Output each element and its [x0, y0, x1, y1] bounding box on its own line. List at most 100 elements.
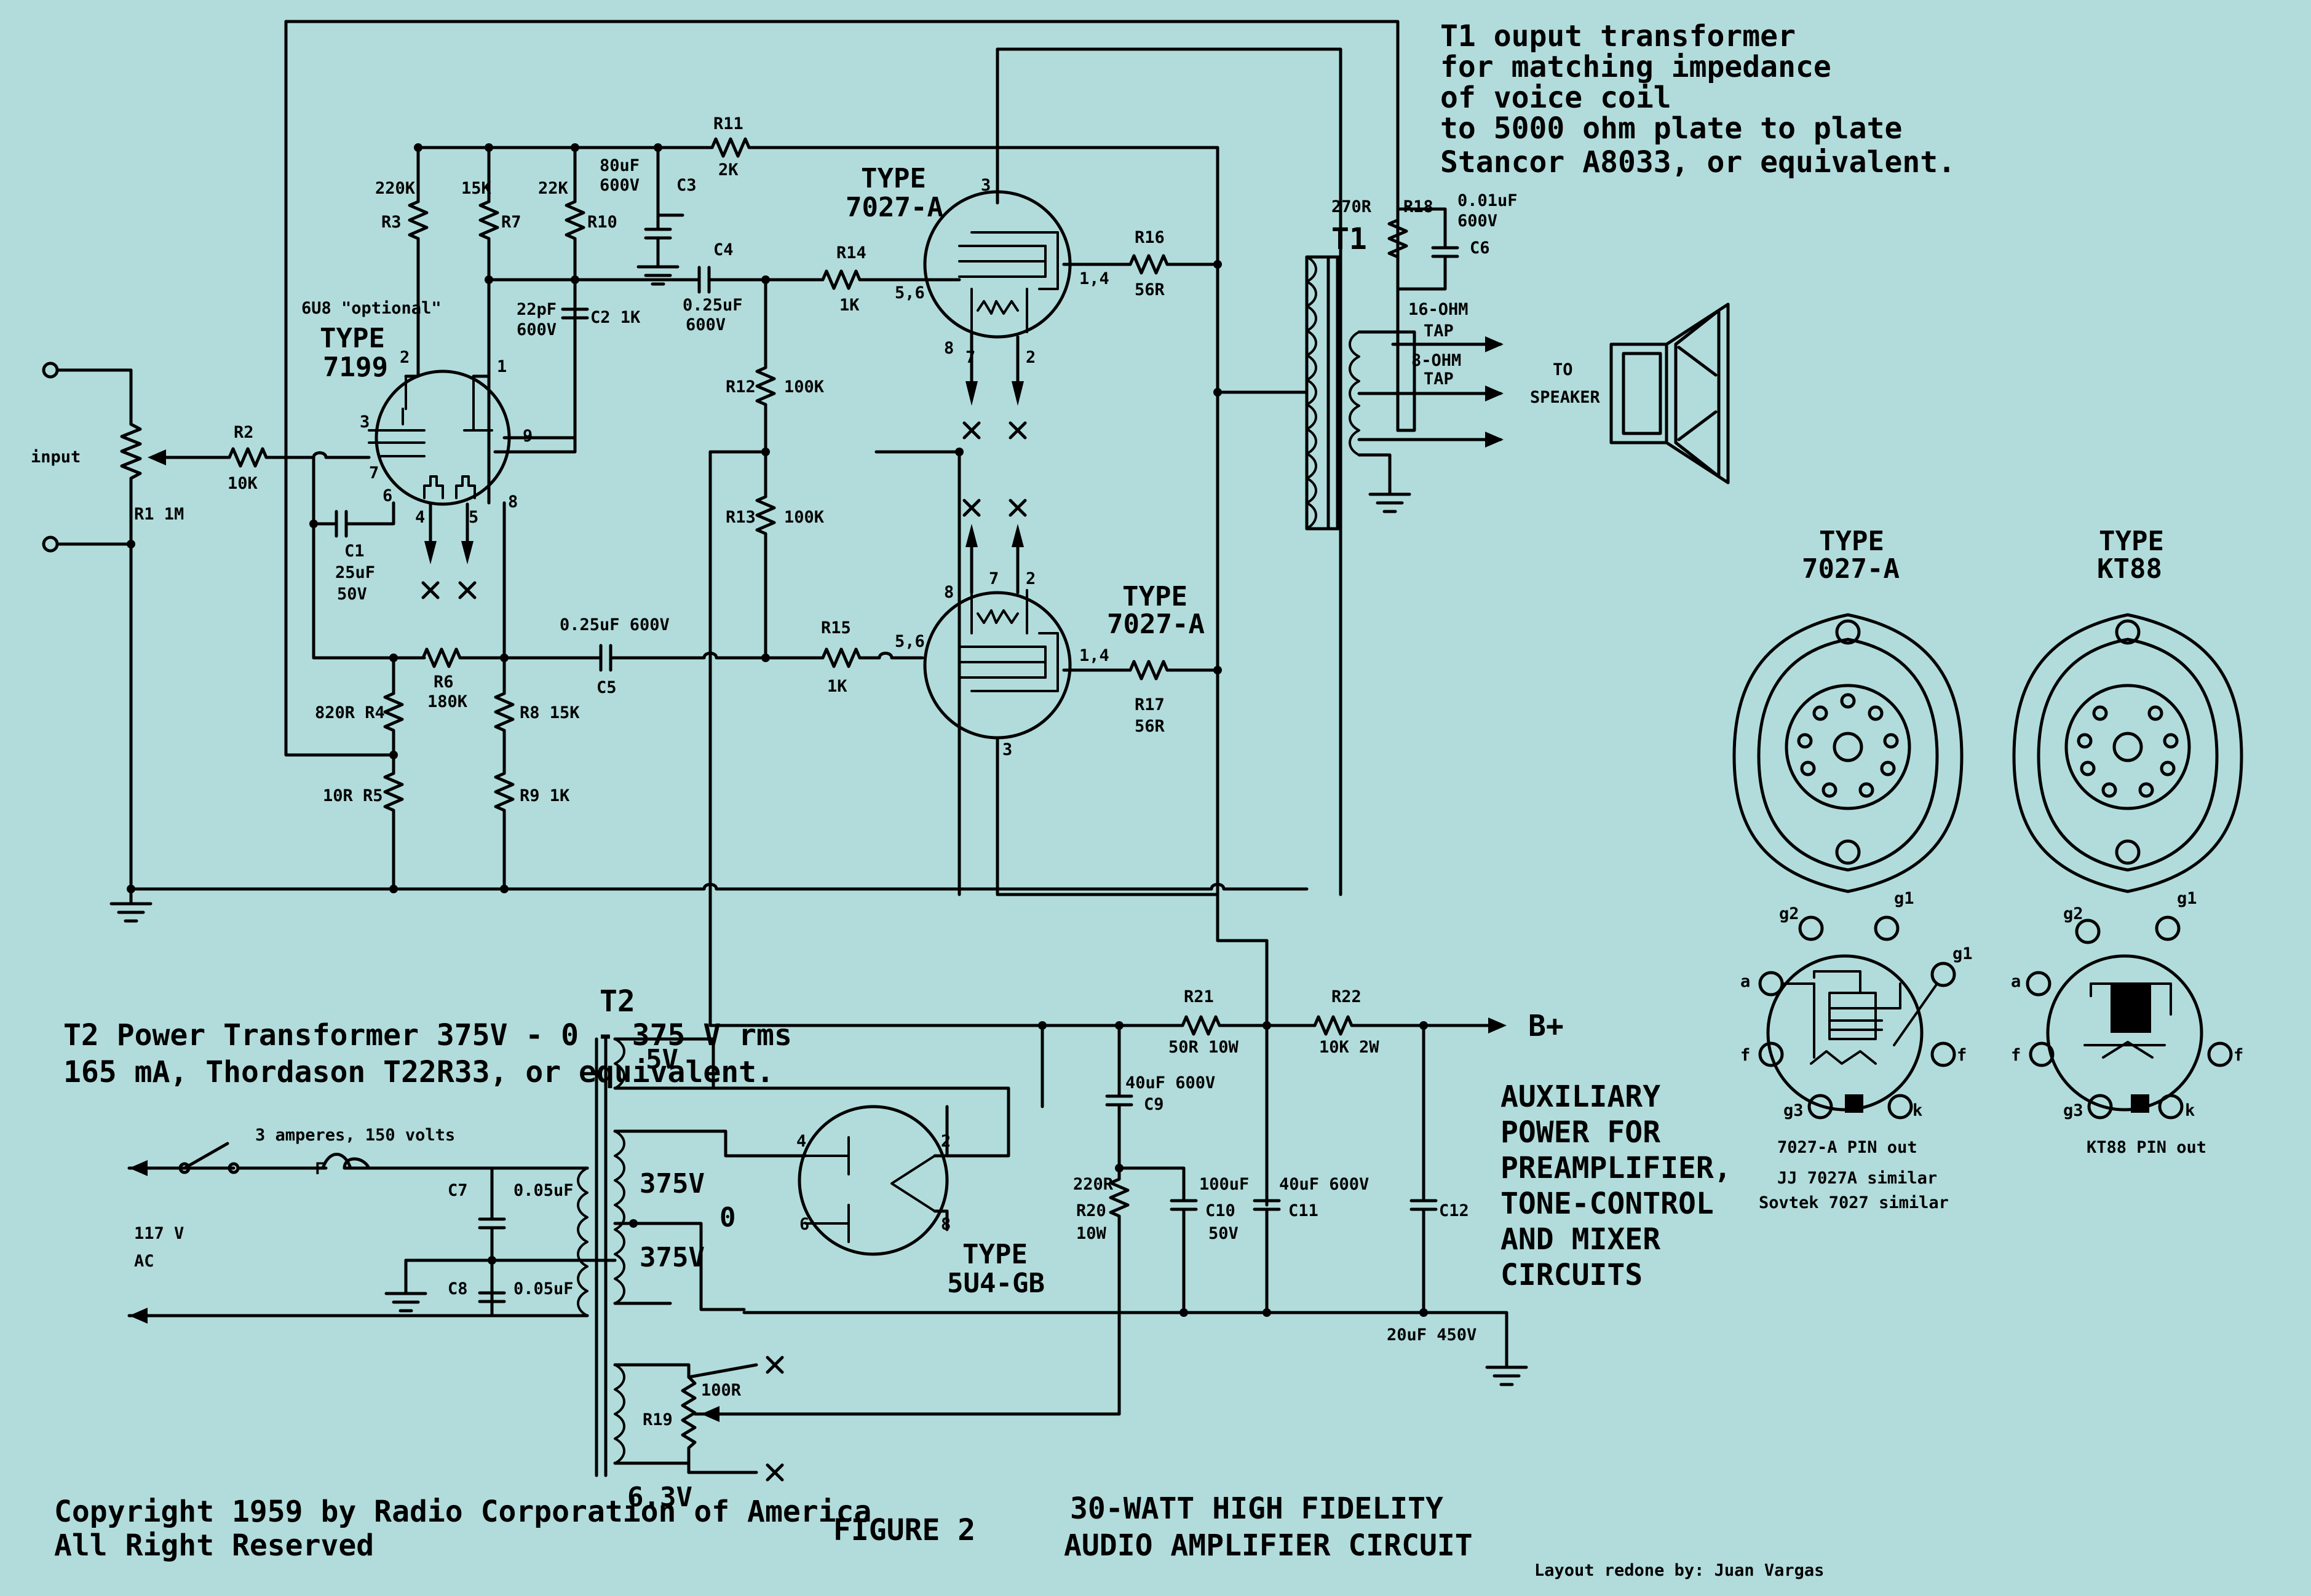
r20-label: R20: [1076, 1201, 1106, 1220]
r4-label: 820R R4: [315, 703, 385, 722]
pin-tag-a-right: a: [2011, 972, 2021, 991]
lower-tube-type: TYPE: [1122, 581, 1187, 612]
pre-pin-9: 9: [523, 427, 533, 446]
r14-value: 1K: [839, 296, 860, 315]
c2-label: C2 1K: [590, 308, 641, 327]
pin-tag-k-left: k: [1913, 1101, 1922, 1120]
r6-label: R6: [434, 673, 454, 692]
pre-pin-3: 3: [360, 413, 370, 432]
title-line1: 30-WATT HIGH FIDELITY: [1070, 1491, 1443, 1526]
r6-value: 180K: [427, 692, 468, 711]
r2-label: R2: [234, 423, 254, 442]
r16-label: R16: [1135, 228, 1165, 247]
r20-value: 10W: [1076, 1224, 1107, 1243]
t1-note-line1: T1 ouput transformer: [1440, 19, 1796, 53]
c4-value: 0.25uF: [683, 296, 743, 315]
pre-pin-1: 1: [497, 357, 507, 376]
pin-tag-g2-left: g2: [1779, 904, 1799, 923]
c2-value: 22pF: [517, 300, 557, 319]
aux-note-line3: PREAMPLIFIER,: [1500, 1151, 1732, 1185]
r10-label: R10: [587, 213, 617, 232]
speaker: [1609, 302, 1730, 484]
r11-label: R11: [713, 114, 743, 133]
pin-tag-f-right: f: [2011, 1046, 2021, 1065]
tap-16-ohm-tap: TAP: [1424, 322, 1454, 341]
c10-value: 100uF: [1199, 1175, 1249, 1194]
r21-value: 50R 10W: [1168, 1038, 1239, 1057]
c3-value: 80uF: [600, 156, 640, 175]
tap-8-ohm-tap: TAP: [1424, 369, 1454, 389]
rect-pin-8: 8: [941, 1215, 951, 1234]
r12-label: R12: [726, 377, 756, 397]
pre-tube-model: 7199: [323, 352, 388, 383]
t2-5v: 5V: [646, 1044, 678, 1075]
rect-pin-6: 6: [799, 1215, 809, 1234]
rect-pin-2: 2: [941, 1132, 951, 1151]
pre-pin-4: 4: [415, 508, 425, 527]
socket-7027a: [1732, 613, 1964, 893]
c3-volts: 600V: [600, 176, 640, 195]
pin-tag-f-left-2: f: [1957, 1046, 1967, 1065]
c7-label: C7: [448, 1181, 468, 1200]
r15-label: R15: [821, 618, 851, 638]
pre-pin-6: 6: [383, 486, 392, 505]
r22-value: 10K 2W: [1319, 1038, 1379, 1057]
c11-label: C11: [1288, 1201, 1318, 1220]
upper-tube-model: 7027-A: [846, 192, 943, 223]
t2-375v-b: 375V: [640, 1242, 705, 1273]
t2-375v-a: 375V: [640, 1168, 705, 1199]
c6-value: 0.01uF: [1457, 191, 1518, 210]
top-wiring: [284, 20, 1400, 896]
aux-note-line1: AUXILIARY: [1500, 1080, 1660, 1114]
c4-volts: 600V: [686, 315, 726, 334]
t2-note-line1: T2 Power Transformer 375V - 0 - 375 V rm…: [63, 1018, 792, 1053]
pin-tag-k-right: k: [2185, 1101, 2195, 1120]
r21-label: R21: [1184, 987, 1214, 1006]
mains-voltage-1: 117 V: [134, 1224, 184, 1243]
bplus-label: B+: [1528, 1009, 1564, 1043]
rect-pin-4: 4: [796, 1132, 806, 1151]
c6-label: C6: [1470, 239, 1490, 258]
socket-right-model: KT88: [2097, 553, 2162, 585]
r2-value: 10K: [228, 474, 258, 493]
pin-tag-g2-right: g2: [2063, 904, 2083, 923]
fuse-note: 3 amperes, 150 volts: [255, 1126, 455, 1145]
aux-note-line6: CIRCUITS: [1500, 1258, 1643, 1292]
figure-label: FIGURE 2: [833, 1513, 975, 1547]
to-speaker-1: TO: [1553, 360, 1573, 379]
tube-7199: [368, 278, 577, 598]
c10-label: C10: [1205, 1201, 1235, 1220]
tap-16-ohm: 16-OHM: [1408, 300, 1469, 319]
r11-value: 2K: [718, 160, 739, 180]
r7-value: 15K: [461, 179, 492, 198]
c12-value: 20uF 450V: [1387, 1325, 1477, 1345]
t1-note-line5: Stancor A8033, or equivalent.: [1440, 145, 1956, 180]
aux-note-line4: TONE-CONTROL: [1500, 1187, 1714, 1221]
c11-value: 40uF 600V: [1279, 1175, 1369, 1194]
up-pin-14: 1,4: [1079, 269, 1109, 288]
c5-label: C5: [597, 678, 617, 697]
pinout-right-title: KT88 PIN out: [2087, 1138, 2206, 1157]
lo-pin-7: 7: [989, 569, 999, 588]
pre-pin-8: 8: [508, 492, 518, 512]
r19-label: R19: [643, 1410, 673, 1429]
r13-value: 100K: [784, 508, 825, 527]
t1-label: T1: [1331, 222, 1367, 256]
c8-value: 0.05uF: [513, 1279, 574, 1298]
credit: Layout redone by: Juan Vargas: [1534, 1561, 1824, 1580]
c2-volts: 600V: [517, 320, 557, 339]
t2-label: T2: [600, 984, 635, 1019]
fuse-label: F: [315, 1159, 325, 1179]
rect-tube-type: TYPE: [962, 1239, 1028, 1270]
pin-tag-a-left: a: [1740, 972, 1750, 991]
t1-note-line3: of voice coil: [1440, 81, 1671, 115]
up-pin-2: 2: [1026, 348, 1036, 367]
tube-7027a-lower: [923, 500, 1219, 896]
copyright-line2: All Right Reserved: [54, 1528, 374, 1563]
up-pin-7: 7: [965, 348, 975, 367]
pinout-7027a: [1758, 915, 1956, 1120]
aux-note-line5: AND MIXER: [1500, 1222, 1660, 1257]
aux-note-line2: POWER FOR: [1500, 1115, 1660, 1150]
lo-pin-2: 2: [1026, 569, 1036, 588]
c7-value: 0.05uF: [513, 1181, 574, 1200]
